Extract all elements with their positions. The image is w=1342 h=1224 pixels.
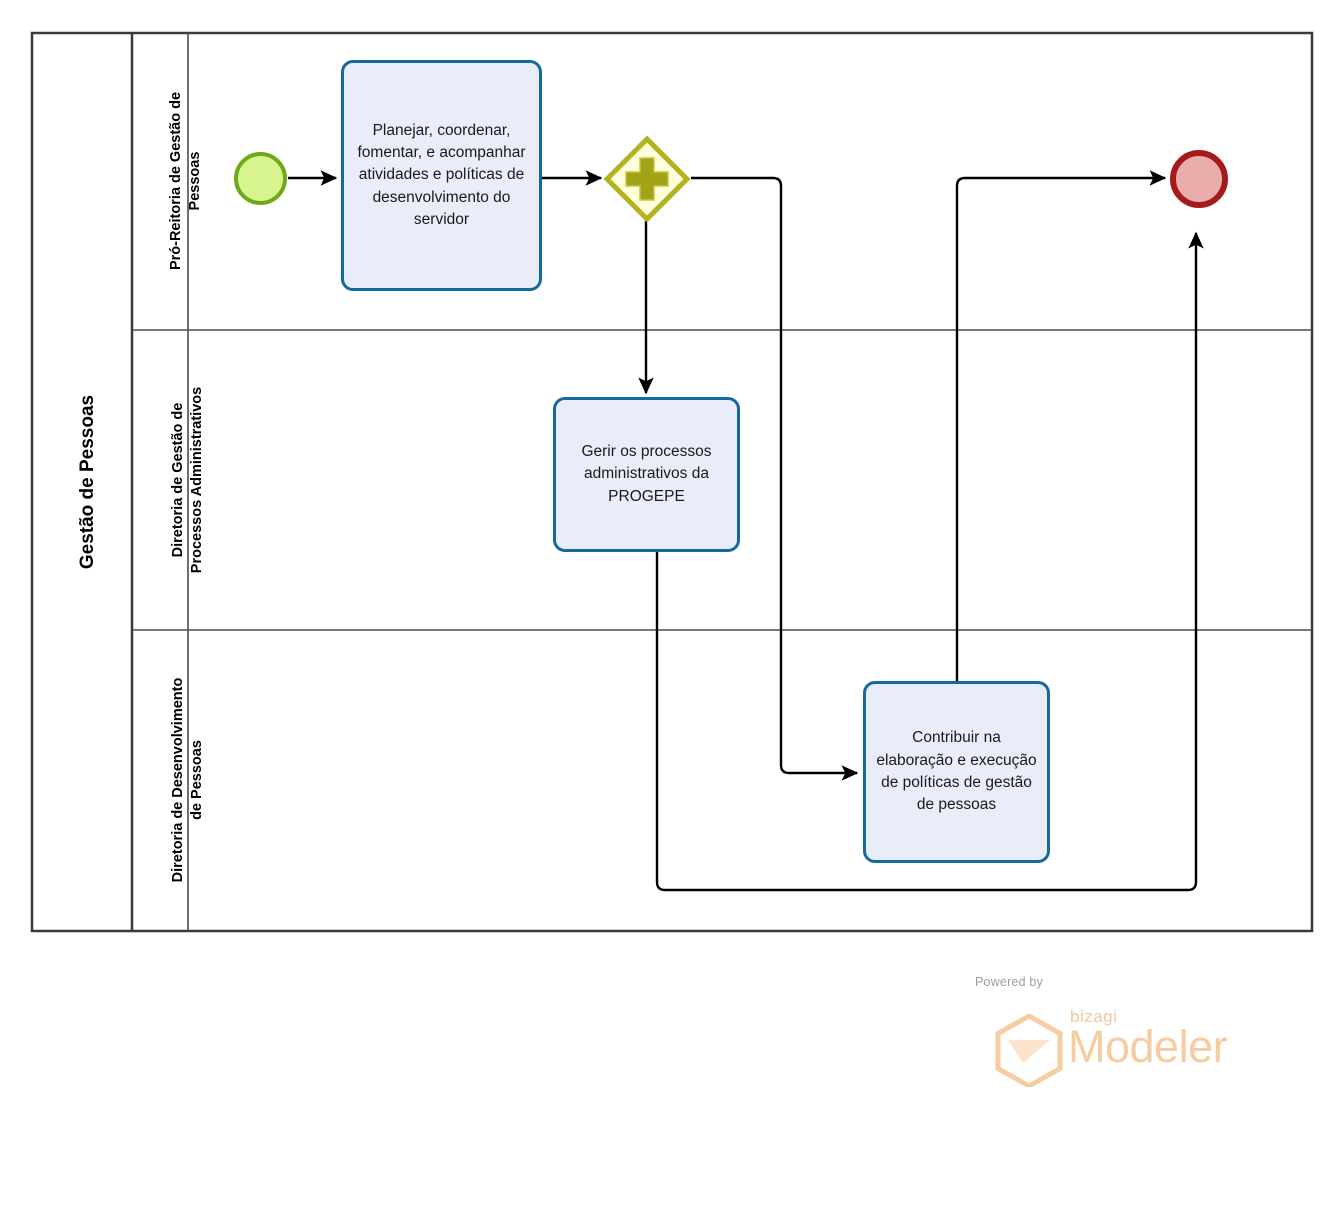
parallel-plus-icon (625, 157, 669, 201)
flow-contribuir-to-end (955, 170, 1167, 682)
flow-gerir-to-end (655, 231, 1204, 892)
pool-title: Gestão de Pessoas (76, 394, 98, 570)
bizagi-watermark: Powered by bizagi Modeler (975, 975, 1255, 1087)
lane-label-diretoria-de-desenvolvimento-de-pessoas: Diretoria de Desenvolvimento de Pessoas (170, 677, 205, 883)
task-planejar[interactable]: Planejar, coordenar, fomentar, e acompan… (341, 60, 542, 291)
hexagon-icon (995, 1013, 1063, 1087)
lane-label-pro-reitoria-de-gestao-de-pessoas: Pró-Reitoria de Gestão de Pessoas (168, 91, 203, 271)
end-event[interactable] (1170, 150, 1228, 208)
flow-gateway-to-contribuir (691, 176, 859, 781)
bizagi-brand-label: bizagi (1070, 1007, 1118, 1026)
modeler-product-label: Modeler (1068, 1021, 1228, 1072)
task-gerir[interactable]: Gerir os processos administrativos da PR… (553, 397, 740, 552)
start-event[interactable] (234, 152, 287, 205)
parallel-gateway[interactable] (604, 136, 690, 222)
pool-border (30, 31, 1314, 933)
task-contribuir[interactable]: Contribuir na elaboração e execução de p… (863, 681, 1050, 863)
powered-by-label: Powered by (975, 975, 1044, 989)
lane-label-diretoria-de-gestao-de-processos-administrativos: Diretoria de Gestão de Processos Adminis… (170, 386, 205, 574)
